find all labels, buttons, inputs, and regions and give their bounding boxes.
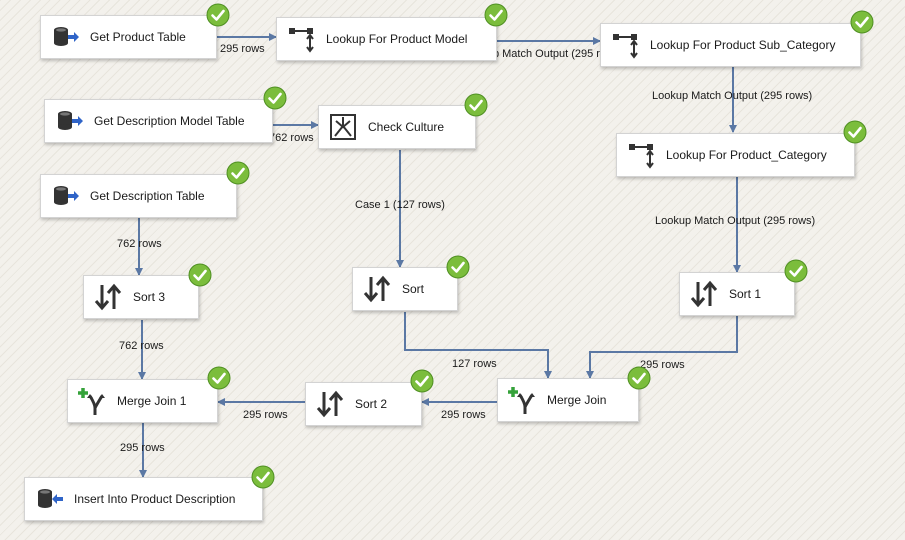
destination-icon bbox=[38, 489, 63, 508]
node-lookup-product-sub-category[interactable]: Lookup For Product Sub_Category bbox=[600, 23, 861, 67]
node-check-culture[interactable]: Check Culture bbox=[318, 105, 476, 149]
node-lookup-product-category[interactable]: Lookup For Product_Category bbox=[616, 133, 855, 177]
path-label: Lookup Match Output (295 rows) bbox=[463, 48, 624, 60]
path-label: Lookup Match Output (295 rows) bbox=[655, 215, 816, 227]
node-label: Get Description Table bbox=[90, 189, 205, 203]
sort-icon bbox=[363, 275, 391, 303]
node-label: Lookup For Product Sub_Category bbox=[650, 38, 836, 52]
success-check-icon bbox=[484, 3, 508, 27]
path-label: 295 rows bbox=[640, 359, 685, 371]
path-label: 295 rows bbox=[220, 43, 265, 55]
path-label: 295 rows bbox=[243, 409, 288, 421]
conditional-split-icon bbox=[330, 114, 356, 140]
source-icon bbox=[54, 186, 79, 205]
path-label: 127 rows bbox=[452, 358, 497, 370]
success-check-icon bbox=[464, 93, 488, 117]
success-check-icon bbox=[207, 366, 231, 390]
success-check-icon bbox=[206, 3, 230, 27]
path-sort-to-merge-join[interactable] bbox=[404, 312, 552, 379]
path-label: 295 rows bbox=[120, 442, 165, 454]
node-label: Sort 3 bbox=[133, 290, 166, 304]
node-sort[interactable]: Sort bbox=[352, 267, 458, 311]
success-check-icon bbox=[410, 369, 434, 393]
node-label: Merge Join bbox=[547, 393, 607, 407]
path-label: 295 rows bbox=[441, 409, 486, 421]
node-label: Get Product Table bbox=[90, 30, 186, 44]
source-icon bbox=[54, 27, 79, 46]
lookup-icon bbox=[629, 144, 654, 169]
sort-icon bbox=[316, 390, 344, 418]
path-label: Lookup Match Output (295 rows) bbox=[652, 90, 813, 102]
node-label: Lookup For Product Model bbox=[326, 32, 468, 46]
node-get-product-table[interactable]: Get Product Table bbox=[40, 15, 217, 59]
merge-join-icon bbox=[508, 387, 535, 414]
path-label: 762 rows bbox=[117, 238, 162, 250]
source-icon bbox=[58, 111, 83, 130]
success-check-icon bbox=[843, 120, 867, 144]
success-check-icon bbox=[188, 263, 212, 287]
node-label: Lookup For Product_Category bbox=[666, 148, 827, 162]
node-label: Merge Join 1 bbox=[117, 394, 187, 408]
success-check-icon bbox=[850, 10, 874, 34]
lookup-icon bbox=[289, 28, 314, 53]
node-sort1[interactable]: Sort 1 bbox=[679, 272, 795, 316]
path-sort1-to-merge-join[interactable] bbox=[586, 316, 738, 379]
success-check-icon bbox=[446, 255, 470, 279]
node-lookup-product-model[interactable]: Lookup For Product Model bbox=[276, 17, 497, 61]
success-check-icon bbox=[627, 366, 651, 390]
node-sort2[interactable]: Sort 2 bbox=[305, 382, 422, 426]
node-merge-join1[interactable]: Merge Join 1 bbox=[67, 379, 218, 423]
node-label: Sort 1 bbox=[729, 287, 762, 301]
sort-icon bbox=[690, 280, 718, 308]
success-check-icon bbox=[251, 465, 275, 489]
path-label: 762 rows bbox=[119, 340, 164, 352]
node-label: Get Description Model Table bbox=[94, 114, 245, 128]
node-insert-product-description[interactable]: Insert Into Product Description bbox=[24, 477, 263, 521]
merge-join-icon bbox=[78, 388, 105, 415]
node-merge-join[interactable]: Merge Join bbox=[497, 378, 639, 422]
success-check-icon bbox=[263, 86, 287, 110]
path-label: 762 rows bbox=[269, 132, 314, 144]
success-check-icon bbox=[784, 259, 808, 283]
node-label: Sort 2 bbox=[355, 397, 388, 411]
node-get-description-table[interactable]: Get Description Table bbox=[40, 174, 237, 218]
node-label: Check Culture bbox=[368, 120, 445, 134]
node-get-description-model-table[interactable]: Get Description Model Table bbox=[44, 99, 273, 143]
node-label: Sort bbox=[402, 282, 425, 296]
lookup-icon bbox=[613, 34, 638, 59]
success-check-icon bbox=[226, 161, 250, 185]
node-sort3[interactable]: Sort 3 bbox=[83, 275, 199, 319]
sort-icon bbox=[94, 283, 122, 311]
node-label: Insert Into Product Description bbox=[74, 492, 236, 506]
path-label: Case 1 (127 rows) bbox=[355, 199, 445, 211]
